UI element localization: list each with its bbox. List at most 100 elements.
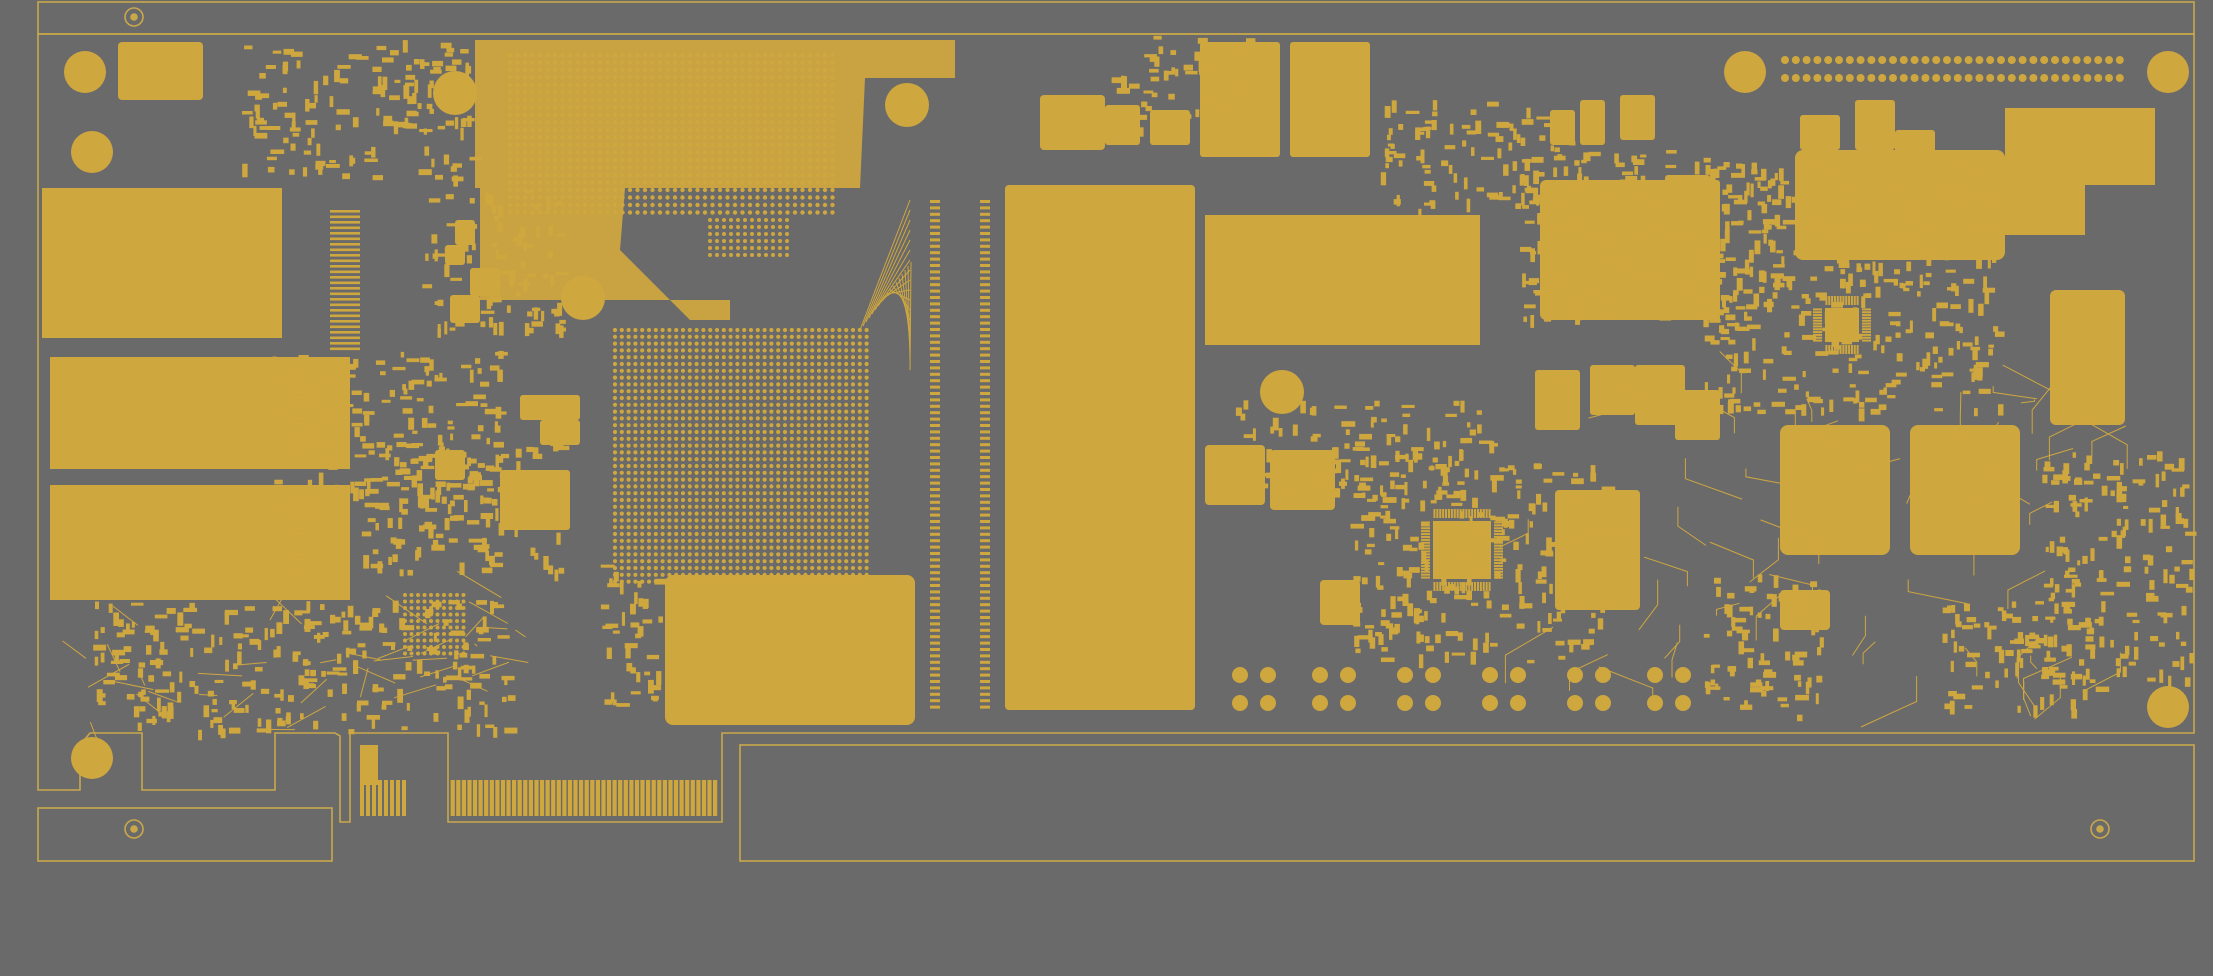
smd-pad (2147, 455, 2157, 460)
smd-pad (455, 322, 465, 327)
bga-ball (522, 150, 528, 155)
smd-pad (1735, 306, 1746, 310)
bga-ball (864, 559, 869, 564)
smd-pad (1158, 46, 1164, 55)
bga-ball (567, 60, 573, 65)
smd-pad (2071, 579, 2080, 584)
smd-pad (162, 671, 172, 677)
qfp-pin (1479, 582, 1482, 591)
bga-ball (850, 409, 856, 414)
smd-pad (1930, 247, 1936, 259)
bga-ball (627, 157, 633, 163)
bga-ball (650, 60, 655, 65)
bga-ball (653, 327, 658, 333)
bga-ball (640, 484, 645, 489)
smd-pad (446, 47, 455, 53)
bga-ball (714, 334, 720, 339)
bga-ball (708, 484, 713, 489)
smd-pad (450, 277, 462, 281)
bga-ball (816, 538, 822, 543)
bga-ball (612, 389, 618, 394)
bga-ball (810, 389, 815, 394)
bga-ball (810, 341, 815, 346)
smd-pad (2042, 672, 2054, 676)
smd-pad (1987, 211, 1992, 220)
smd-pad (1544, 316, 1552, 322)
bga-ball (735, 545, 740, 550)
smd-pad (220, 728, 226, 739)
smd-pad (441, 496, 447, 504)
inductor-pad (1270, 450, 1335, 510)
bga-ball (864, 341, 869, 346)
bga-ball (597, 187, 603, 193)
header-pin (1781, 56, 1789, 64)
bga-ball (708, 355, 713, 360)
ic-pin (980, 251, 990, 255)
smd-pad (425, 253, 429, 261)
bga-ball (742, 389, 747, 394)
smd-pad (2084, 462, 2090, 471)
bga-ball (702, 157, 708, 163)
bga-ball (776, 355, 781, 360)
qfp-pin (1853, 296, 1856, 305)
bga-ball (672, 180, 678, 185)
bga-ball (850, 491, 856, 496)
bga-ball (810, 538, 815, 543)
smd-pad (270, 628, 275, 638)
bga-ball (770, 75, 775, 80)
bga-ball (777, 210, 783, 215)
bga-ball (762, 565, 767, 571)
smd-pad (1459, 511, 1465, 519)
bga-ball (755, 195, 760, 200)
smd-pad (509, 270, 516, 284)
bga-ball (627, 150, 633, 155)
bga-ball (507, 75, 513, 80)
bga-ball (687, 518, 692, 523)
smd-pad (1574, 295, 1586, 300)
bga-ball (694, 395, 699, 401)
bga-ball (633, 348, 638, 353)
bga-ball (830, 572, 835, 577)
capacitor-pad (1232, 667, 1248, 683)
smd-pad (2168, 675, 2172, 687)
smd-pad (2049, 541, 2055, 553)
bga-ball (619, 450, 624, 455)
bga-ball (612, 538, 618, 543)
smd-pad (194, 685, 199, 694)
bga-ball (612, 82, 618, 88)
bga-ball (748, 531, 754, 537)
bga-ball (803, 443, 808, 448)
bga-ball (633, 368, 638, 373)
smd-pad (1604, 254, 1610, 261)
bga-ball (864, 409, 869, 414)
qfp-pin (1471, 509, 1474, 518)
smd-pad (2159, 669, 2164, 683)
bga-ball (735, 463, 740, 469)
smd-pad (289, 169, 295, 175)
qfp-pin (1813, 319, 1822, 322)
bga-ball (850, 450, 856, 455)
bga-ball (627, 120, 633, 125)
ic-pin (930, 692, 940, 696)
header-pin (2105, 56, 2113, 64)
bga-ball (416, 625, 420, 630)
bga-ball (728, 355, 733, 360)
smd-pad (166, 711, 171, 723)
bga-ball (660, 545, 665, 550)
bga-ball (680, 382, 686, 387)
smd-pad (428, 526, 434, 539)
smd-pad (341, 611, 346, 618)
smd-pad (1881, 345, 1885, 354)
bga-ball (672, 195, 678, 200)
bga-ball (769, 511, 774, 516)
bga-ball (755, 172, 760, 178)
bga-ball (674, 327, 679, 333)
small-components (93, 35, 2197, 741)
ic-pin (980, 692, 990, 696)
smd-pad (403, 85, 410, 99)
bga-ball (816, 572, 822, 577)
bga-ball (823, 531, 828, 537)
ic-pin (980, 206, 990, 210)
smd-pad (1583, 261, 1589, 267)
